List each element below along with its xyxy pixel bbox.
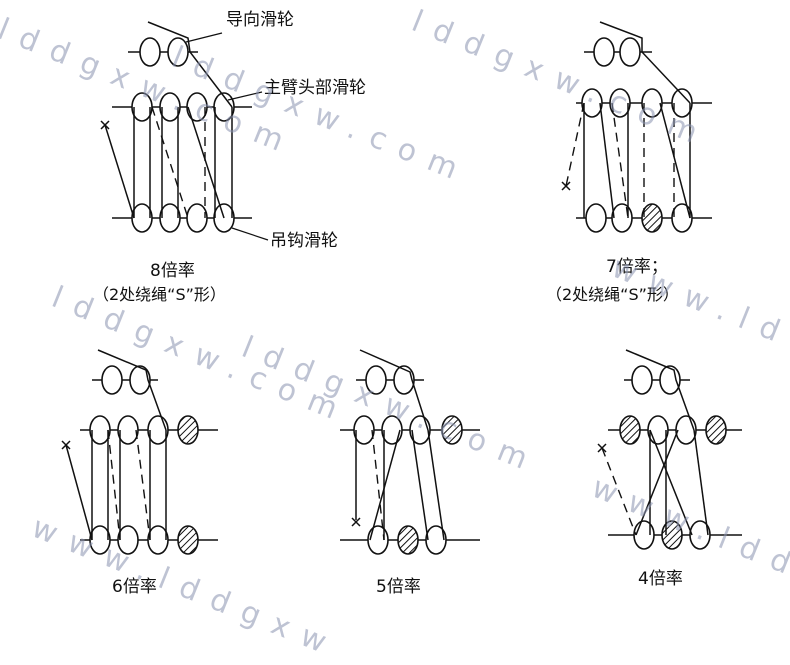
rope-segment <box>187 106 225 219</box>
pulley <box>117 525 139 555</box>
rope-segment <box>97 349 167 431</box>
pulley <box>89 415 111 445</box>
unused-pulley <box>661 520 683 550</box>
pulley <box>129 365 151 395</box>
rope-segment <box>147 21 233 108</box>
pulley <box>117 415 139 445</box>
rope-segment <box>693 429 709 536</box>
pulley <box>186 203 208 233</box>
pulley <box>367 525 389 555</box>
pulley <box>671 88 693 118</box>
pulley <box>186 92 208 122</box>
callout-leader <box>185 32 223 43</box>
callout-leader <box>231 227 269 241</box>
rope-dead-end-mark <box>61 440 71 450</box>
callout-leader <box>227 91 263 101</box>
pulley <box>393 365 415 395</box>
pulley <box>147 525 169 555</box>
rope-back-segment <box>565 102 585 187</box>
boom-head-pulley-label: 主臂头部滑轮 <box>264 78 366 98</box>
pulley <box>139 37 161 67</box>
rope-segment <box>599 21 691 104</box>
rope-segment <box>649 429 693 536</box>
pulley <box>425 525 447 555</box>
rate6-title: 6倍率 <box>112 577 157 597</box>
unused-pulley <box>705 415 727 445</box>
rate5-title: 5倍率 <box>376 577 421 597</box>
rope-segment <box>599 102 615 219</box>
unused-pulley <box>441 415 463 445</box>
rate8-subtitle: （2处绕绳“S”形） <box>93 285 226 304</box>
rope-back-segment <box>371 429 385 541</box>
guide-pulley-label: 导向滑轮 <box>226 10 294 30</box>
pulley <box>593 37 615 67</box>
rate4-title: 4倍率 <box>638 569 683 589</box>
rope-segment <box>65 444 93 541</box>
pulley-reeving-diagrams <box>61 21 742 555</box>
unused-pulley <box>177 525 199 555</box>
pulley <box>619 37 641 67</box>
rope-dead-end-mark <box>561 181 571 191</box>
rope-segment <box>369 429 401 541</box>
pulley <box>101 365 123 395</box>
pulley <box>147 415 169 445</box>
pulley <box>609 88 631 118</box>
rope-segment <box>359 349 429 431</box>
pulley <box>671 203 693 233</box>
rope-dead-end-mark <box>351 517 361 527</box>
unused-pulley <box>619 415 641 445</box>
pulley <box>131 203 153 233</box>
rope-segment <box>625 349 695 431</box>
pulley <box>381 415 403 445</box>
rope-dead-end-mark <box>100 120 110 130</box>
pulley <box>641 88 663 118</box>
rate7-title: 7倍率； <box>606 257 668 277</box>
rate8-title: 8倍率 <box>150 261 195 281</box>
rope-back-segment <box>601 447 637 536</box>
pulley <box>675 415 697 445</box>
pulley <box>353 415 375 445</box>
rope-segment <box>427 429 445 541</box>
rope-dead-end-mark <box>597 443 607 453</box>
pulley <box>689 520 711 550</box>
unused-pulley <box>397 525 419 555</box>
pulley <box>89 525 111 555</box>
rope-segment <box>635 429 679 536</box>
pulley <box>585 203 607 233</box>
unused-pulley <box>641 203 663 233</box>
pulley <box>159 203 181 233</box>
hook-pulley-label: 吊钩滑轮 <box>270 231 338 251</box>
rope-back-segment <box>611 102 629 219</box>
reeving-diagram-figure: 导向滑轮 主臂头部滑轮 吊钩滑轮 8倍率 （2处绕绳“S”形） 7倍率； （2处… <box>0 4 790 665</box>
rate7-subtitle: （2处绕绳“S”形） <box>546 285 679 304</box>
unused-pulley <box>177 415 199 445</box>
pulley <box>159 92 181 122</box>
pulley <box>365 365 387 395</box>
rope-back-segment <box>107 429 121 541</box>
rope-back-segment <box>135 429 151 541</box>
pulley <box>581 88 603 118</box>
rope-segment <box>411 429 429 541</box>
rope-back-segment <box>151 106 189 219</box>
pulley <box>659 365 681 395</box>
pulley <box>611 203 633 233</box>
pulley <box>631 365 653 395</box>
rope-segment <box>104 124 135 219</box>
rope-segment <box>659 102 691 219</box>
pulley <box>167 37 189 67</box>
pulley <box>647 415 669 445</box>
